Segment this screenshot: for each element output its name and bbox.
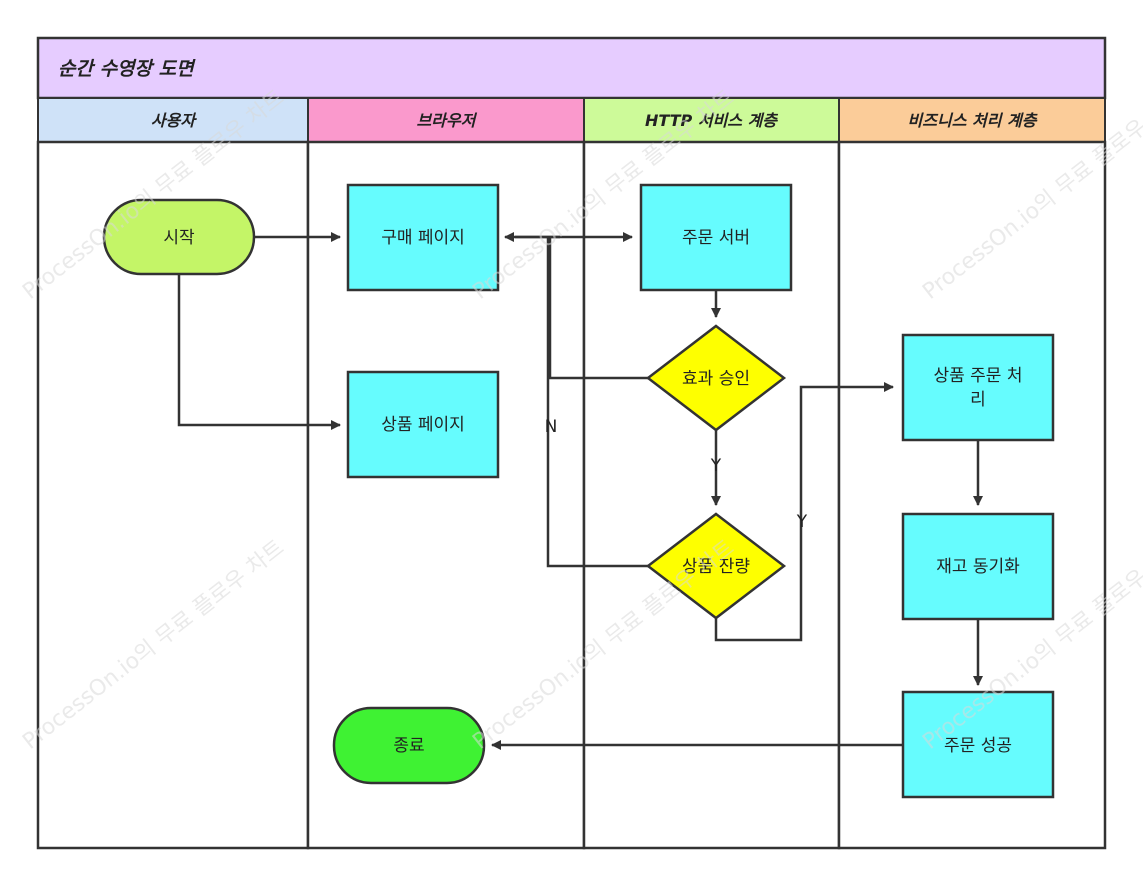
purchase-page-box [346,183,500,292]
stock-decision-label: 상품 잔량 [682,557,750,577]
inventory-sync-label: 재고 동기화 [936,557,1020,577]
title-bar [36,36,1107,100]
order-process-box [901,333,1055,442]
start-terminal [102,198,256,276]
edge-stock-yes-to-order-process [714,382,894,642]
product-page-box [346,370,500,479]
lane-label-biz: 비즈니스 처리 계층 [908,111,1038,130]
lane-header-user [37,97,309,143]
diagram-title: 순간 수영장 도면 [58,58,196,80]
product-page-label: 상품 페이지 [381,415,465,435]
edge-validity-no-to-purchase [548,237,648,380]
order-process-label-line1: 상품 주문 처 [933,366,1022,386]
order-success-label: 주문 성공 [944,736,1012,756]
edge-label-yes-validity: Y [710,456,722,476]
end-terminal [332,706,486,785]
edge-label-yes-stock: Y [796,512,808,532]
edge-start-to-product [177,275,341,430]
order-success-box [901,690,1055,799]
validity-decision [645,324,787,432]
lane-label-user: 사용자 [151,111,197,130]
edge-label-no: N [545,417,558,437]
stock-decision [645,512,787,620]
validity-decision-label: 효과 승인 [682,369,750,389]
lane-header-biz [838,97,1106,143]
inventory-sync-box [901,512,1055,621]
start-label: 시작 [163,228,195,248]
order-process-label-line2: 리 [970,390,986,410]
purchase-page-label: 구매 페이지 [381,228,465,248]
lane-header-browser [307,97,585,143]
end-label: 종료 [393,736,424,756]
order-server-box [639,183,793,292]
lane-label-http: HTTP 서비스 계층 [645,111,778,130]
lane-label-browser: 브라우저 [417,111,478,130]
edge-stock-no-to-purchase [546,237,648,568]
order-server-label: 주문 서버 [682,228,750,248]
